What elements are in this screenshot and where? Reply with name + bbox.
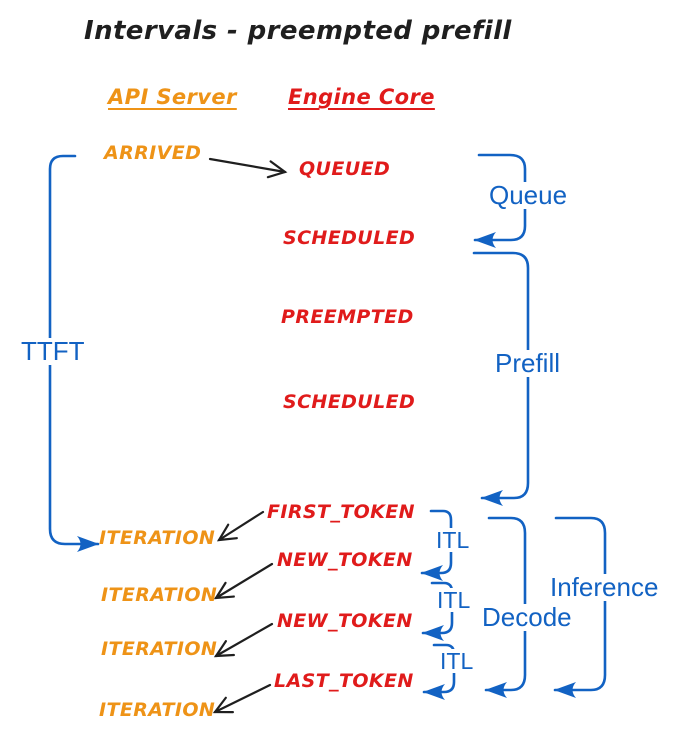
event-first-token: FIRST_TOKEN <box>267 501 415 523</box>
page-title: Intervals - preempted prefill <box>84 16 512 46</box>
event-iteration-3: ITERATION <box>101 638 218 660</box>
interval-label-inference: Inference <box>547 573 662 602</box>
interval-label-itl-3: ITL <box>438 648 476 674</box>
interval-label-queue: Queue <box>486 181 571 210</box>
event-iteration-1: ITERATION <box>99 527 216 549</box>
event-preempted: PREEMPTED <box>281 306 414 328</box>
event-new-token-1: NEW_TOKEN <box>277 549 413 571</box>
inference-bracket <box>553 516 607 698</box>
interval-label-itl-2: ITL <box>435 587 473 613</box>
interval-label-decode: Decode <box>479 603 575 632</box>
event-iteration-4: ITERATION <box>99 699 216 721</box>
event-scheduled-1: SCHEDULED <box>283 227 416 249</box>
arrow-last-token-to-iteration <box>212 683 272 714</box>
column-header-api-server: API Server <box>108 85 237 109</box>
event-arrived: ARRIVED <box>104 142 202 164</box>
arrow-arrived-to-queued <box>208 157 288 179</box>
arrow-new-token-2-to-iteration <box>213 622 274 658</box>
interval-label-prefill: Prefill <box>492 349 564 378</box>
event-new-token-2: NEW_TOKEN <box>277 610 413 632</box>
event-scheduled-2: SCHEDULED <box>283 391 416 413</box>
event-iteration-2: ITERATION <box>101 584 218 606</box>
event-last-token: LAST_TOKEN <box>274 670 414 692</box>
event-queued: QUEUED <box>299 158 391 180</box>
arrow-first-token-to-iteration <box>216 510 265 542</box>
arrow-new-token-1-to-iteration <box>213 562 274 600</box>
interval-label-itl-1: ITL <box>434 527 472 553</box>
column-header-engine-core: Engine Core <box>288 85 435 109</box>
interval-label-ttft: TTFT <box>18 337 88 366</box>
